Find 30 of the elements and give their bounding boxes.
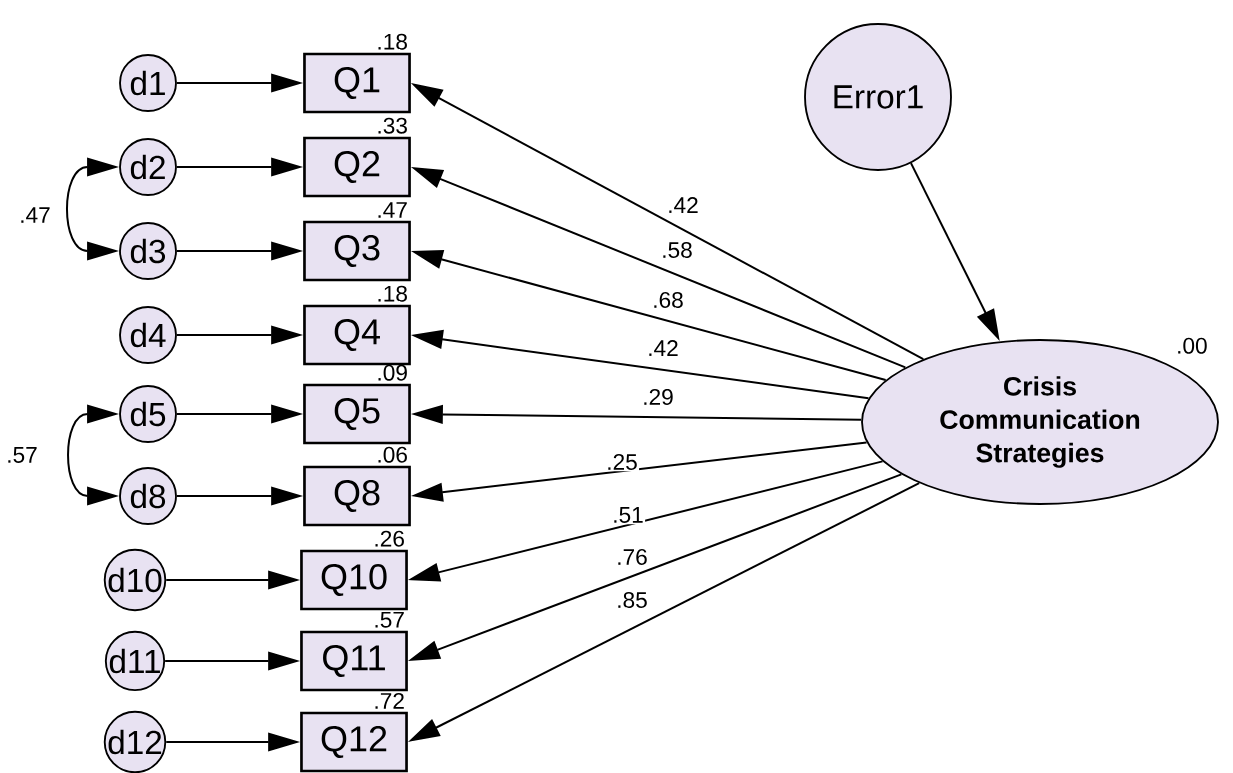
coefficient-label: .18: [378, 33, 407, 50]
observed-variable-box: Q2: [303, 136, 411, 198]
coefficient-label: .18: [378, 285, 407, 302]
edge-label: .76: [614, 547, 650, 567]
edge-label: .51: [610, 505, 646, 525]
coefficient-label: .09: [378, 364, 407, 381]
coefficient-label: .47: [378, 202, 407, 218]
coefficient-label: .33: [378, 117, 407, 134]
edge-label: .57: [4, 445, 40, 465]
coefficient-label: .06: [378, 446, 407, 463]
edge-label: .29: [640, 387, 676, 407]
coefficient-label: .26: [375, 530, 404, 547]
coefficient-label: .57: [375, 611, 404, 628]
coefficient-label: .00: [1178, 337, 1207, 354]
edge-label: .42: [645, 338, 681, 358]
edge-label: .42: [665, 195, 701, 215]
observed-variable-box: Q4: [303, 304, 411, 366]
observed-variable-box: Q3: [303, 220, 411, 282]
observed-variable-box: Q11: [300, 630, 408, 692]
edge-label: .68: [650, 290, 686, 310]
edge-label: .47: [17, 205, 53, 225]
observed-variable-box: Q10: [300, 549, 408, 611]
observed-variable-box: Q8: [303, 465, 411, 527]
edge-label: .58: [659, 240, 695, 260]
observed-variable-box: Q5: [303, 383, 411, 445]
observed-variable-box: Q1: [303, 52, 411, 114]
edge-label: .25: [604, 452, 640, 472]
edge-label: .85: [614, 590, 650, 610]
observed-variable-box: Q12: [300, 711, 408, 773]
coefficient-label: .72: [375, 692, 404, 709]
